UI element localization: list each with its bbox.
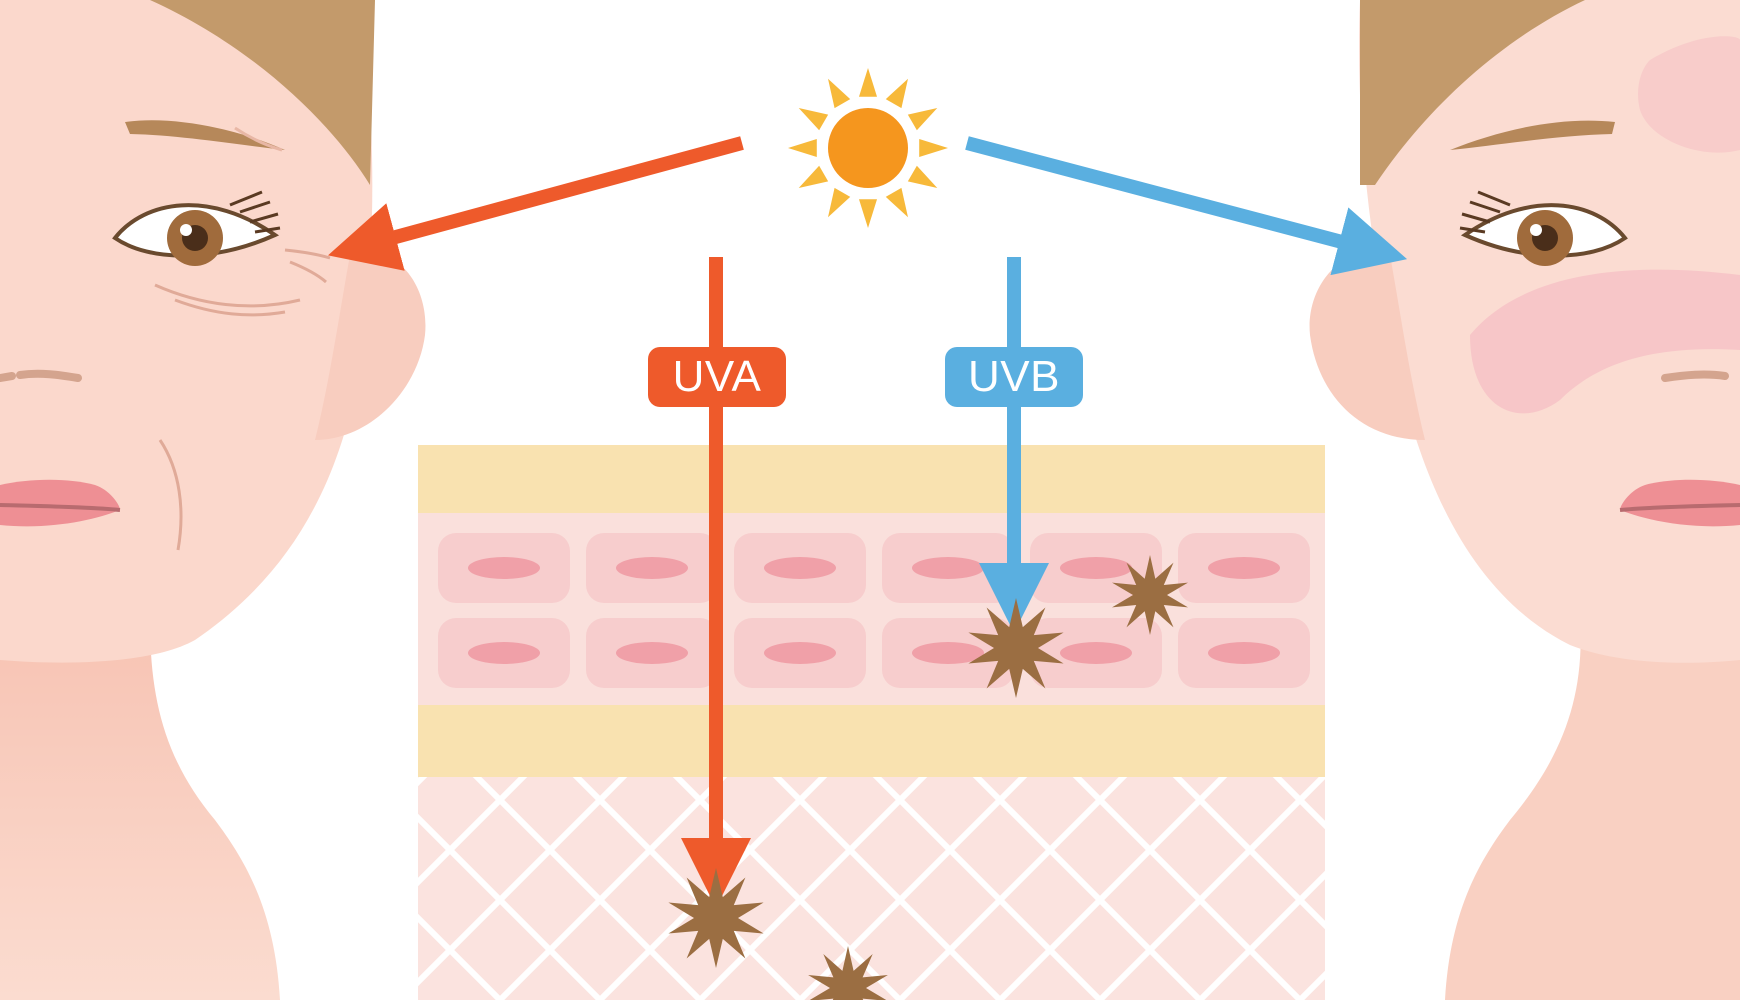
right-neck	[1445, 620, 1740, 1000]
sun-ray	[858, 199, 878, 228]
left-eyebrow	[125, 120, 285, 150]
epidermis-bottom-band	[418, 705, 1325, 777]
left-nostril	[0, 372, 16, 382]
right-hair	[1360, 0, 1585, 185]
sun-ray	[919, 138, 948, 158]
left-forehead-wrinkle	[234, 126, 283, 152]
damage-star-icon	[668, 868, 764, 968]
uvb-arrow-to-face	[965, 136, 1408, 276]
right-ear	[1309, 252, 1425, 440]
epidermis-top-band	[418, 445, 1325, 513]
left-ear	[315, 252, 426, 440]
right-nose	[1661, 370, 1729, 382]
cell-nucleus	[468, 557, 540, 579]
damage-star-icon	[968, 598, 1064, 698]
cell-nucleus	[912, 557, 984, 579]
left-face	[0, 0, 426, 1000]
damage-star-icon	[808, 946, 888, 1000]
right-forehead-flush	[1638, 36, 1740, 153]
left-eye-wrinkles	[154, 248, 331, 551]
sun-icon	[788, 68, 948, 228]
damage-stars	[668, 555, 1188, 1000]
left-neck	[0, 620, 280, 1000]
sun-ray	[907, 108, 938, 131]
right-eyebrow	[1450, 120, 1615, 150]
skin-cross-section	[418, 445, 1325, 1000]
right-sunburn	[1470, 269, 1740, 414]
left-hair	[150, 0, 375, 185]
sun-ray	[885, 78, 908, 109]
cell-nucleus	[616, 642, 688, 664]
right-eye	[1459, 190, 1628, 266]
cell-nucleus	[1208, 557, 1280, 579]
right-lips	[1620, 479, 1740, 527]
cell-nucleus	[1060, 557, 1132, 579]
cell-nucleus	[912, 642, 984, 664]
cell-nucleus	[1060, 642, 1132, 664]
sun-ray	[907, 165, 938, 188]
right-face	[1309, 0, 1740, 1000]
sun-ray	[885, 187, 908, 218]
sun-ray	[828, 78, 851, 109]
cell-nucleus	[764, 642, 836, 664]
cell-nucleus	[1208, 642, 1280, 664]
sun-ray	[798, 108, 829, 131]
uva-arrow-to-face	[327, 136, 744, 271]
sun-ray	[828, 187, 851, 218]
cell-nucleus	[468, 642, 540, 664]
uvb-label: UVB	[945, 347, 1083, 407]
uva-label: UVA	[648, 347, 786, 407]
left-eye	[112, 190, 281, 266]
cell-nucleus	[764, 557, 836, 579]
cell-nucleus	[616, 557, 688, 579]
sun-ray	[788, 138, 817, 158]
left-nose	[16, 369, 82, 382]
sun-ray	[798, 165, 829, 188]
dermis-layer	[418, 777, 1325, 1000]
damage-star-icon	[1112, 555, 1188, 635]
left-lips	[0, 479, 120, 527]
right-lips-line	[1619, 503, 1740, 512]
left-lips-line	[0, 503, 121, 512]
sun-ray	[858, 68, 878, 97]
